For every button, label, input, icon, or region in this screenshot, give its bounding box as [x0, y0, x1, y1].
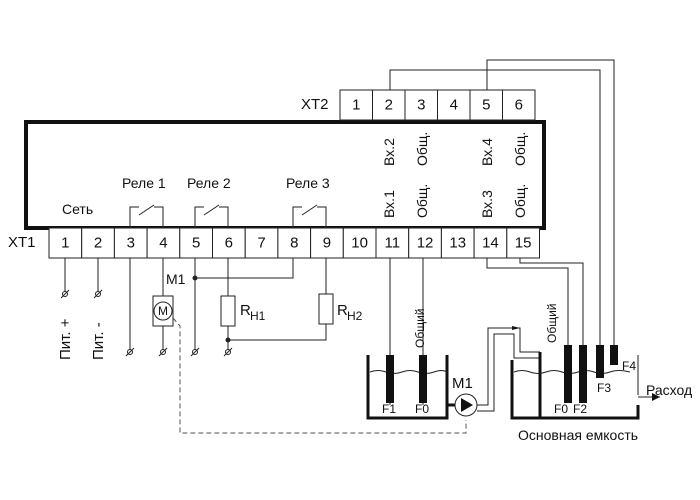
svg-text:3: 3 — [417, 97, 425, 114]
relay-2-label: Реле 2 — [187, 175, 231, 191]
xt2-terminal-1: 1 — [339, 89, 373, 121]
pump — [447, 326, 540, 417]
small-tank-common: Общий — [413, 309, 427, 349]
xt1-terminal-2: 2 — [81, 227, 115, 259]
power-plus-label: Пит. + — [57, 318, 74, 360]
small-tank-f1: F1 — [382, 402, 396, 416]
svg-text:15: 15 — [515, 235, 532, 252]
xt2-terminal-3: 3 — [404, 89, 438, 121]
svg-text:7: 7 — [257, 235, 265, 252]
motor-symbol: M — [158, 304, 168, 318]
svg-text:2: 2 — [94, 235, 102, 252]
xt1-terminal-14: 14 — [473, 227, 508, 259]
outflow-label: Расход — [646, 382, 692, 398]
main-tank-caption: Основная емкость — [518, 427, 638, 443]
xt1-terminal-15: 15 — [506, 227, 540, 259]
svg-text:1: 1 — [352, 97, 360, 114]
xt1-terminal-7: 7 — [244, 227, 279, 259]
main-tank-f4: F4 — [622, 359, 636, 373]
input-vx2-label: Вх.2 — [381, 138, 397, 166]
xt1-terminal-11: 11 — [375, 227, 410, 259]
svg-text:5: 5 — [192, 235, 200, 252]
pump-label: M1 — [452, 375, 473, 392]
svg-text:H1: H1 — [250, 309, 266, 323]
load-rh2-label: R H2 — [337, 302, 363, 323]
xt2-wiring — [389, 59, 615, 350]
xt1-terminal-4: 4 — [146, 227, 181, 259]
main-tank-f2: F2 — [573, 402, 587, 416]
svg-text:8: 8 — [290, 235, 298, 252]
xt2-terminal-6: 6 — [502, 89, 536, 121]
relay-1-contact — [129, 204, 164, 228]
svg-text:R: R — [240, 302, 251, 319]
xt1-terminal-8: 8 — [277, 227, 312, 259]
input-vx3-label: Вх.3 — [479, 190, 495, 218]
main-tank-common: Общий — [545, 304, 559, 344]
xt1-terminal-1: 1 — [48, 227, 83, 259]
svg-text:3: 3 — [127, 235, 135, 252]
xt2-terminal-4: 4 — [437, 89, 471, 121]
svg-text:6: 6 — [225, 235, 233, 252]
svg-text:12: 12 — [417, 235, 434, 252]
xt1-terminal-6: 6 — [212, 227, 246, 259]
input-common-3-label: Общ. — [414, 132, 430, 166]
motor-label: M1 — [166, 271, 186, 287]
relay-3-label: Реле 3 — [286, 175, 330, 191]
xt1-terminal-10: 10 — [342, 227, 377, 259]
svg-text:4: 4 — [159, 235, 167, 252]
svg-text:1: 1 — [61, 235, 69, 252]
input-vx4-label: Вх.4 — [479, 138, 495, 166]
xt2-label: XT2 — [301, 96, 329, 113]
svg-text:H2: H2 — [347, 309, 363, 323]
main-tank-f0: F0 — [554, 402, 568, 416]
input-vx1-label: Вх.1 — [381, 190, 397, 218]
relay-1-label: Реле 1 — [122, 175, 166, 191]
xt1-terminal-13: 13 — [440, 227, 475, 259]
svg-text:6: 6 — [515, 97, 523, 114]
xt1-label: XT1 — [8, 234, 36, 251]
motor: M — [152, 295, 174, 327]
xt1-terminal-3: 3 — [113, 227, 148, 259]
input-common-12-label: Общ. — [414, 184, 430, 218]
svg-text:14: 14 — [482, 235, 499, 252]
main-tank-f3: F3 — [597, 381, 611, 395]
device-body — [24, 120, 546, 230]
svg-text:R: R — [337, 302, 348, 319]
xt1-terminal-5: 5 — [179, 227, 214, 259]
relay-1-wiring — [125, 258, 168, 357]
load-rh1-label: R H1 — [240, 302, 266, 323]
power-wiring — [60, 258, 103, 299]
xt2-terminal-5: 5 — [469, 89, 503, 121]
input-common-6-label: Общ. — [512, 132, 528, 166]
svg-text:9: 9 — [323, 235, 331, 252]
svg-text:10: 10 — [351, 235, 368, 252]
svg-text:4: 4 — [450, 97, 458, 114]
set-label: Сеть — [62, 201, 93, 217]
input-common-15-label: Общ. — [512, 184, 528, 218]
xt2-strip: 1 2 3 4 5 6 — [339, 89, 536, 121]
relay-3-contact — [292, 204, 327, 228]
svg-text:11: 11 — [385, 235, 401, 252]
small-tank — [366, 258, 449, 420]
svg-text:5: 5 — [482, 97, 490, 114]
xt1-terminal-12: 12 — [408, 227, 442, 259]
small-tank-f0: F0 — [415, 402, 429, 416]
relay-2-3-wiring — [190, 258, 334, 357]
svg-text:13: 13 — [449, 235, 466, 252]
power-minus-label: Пит. - — [90, 322, 107, 360]
xt2-terminal-2: 2 — [372, 89, 406, 121]
svg-text:2: 2 — [385, 97, 393, 114]
main-tank — [486, 258, 660, 420]
relay-2-contact — [194, 204, 229, 228]
xt1-terminal-9: 9 — [310, 227, 344, 259]
